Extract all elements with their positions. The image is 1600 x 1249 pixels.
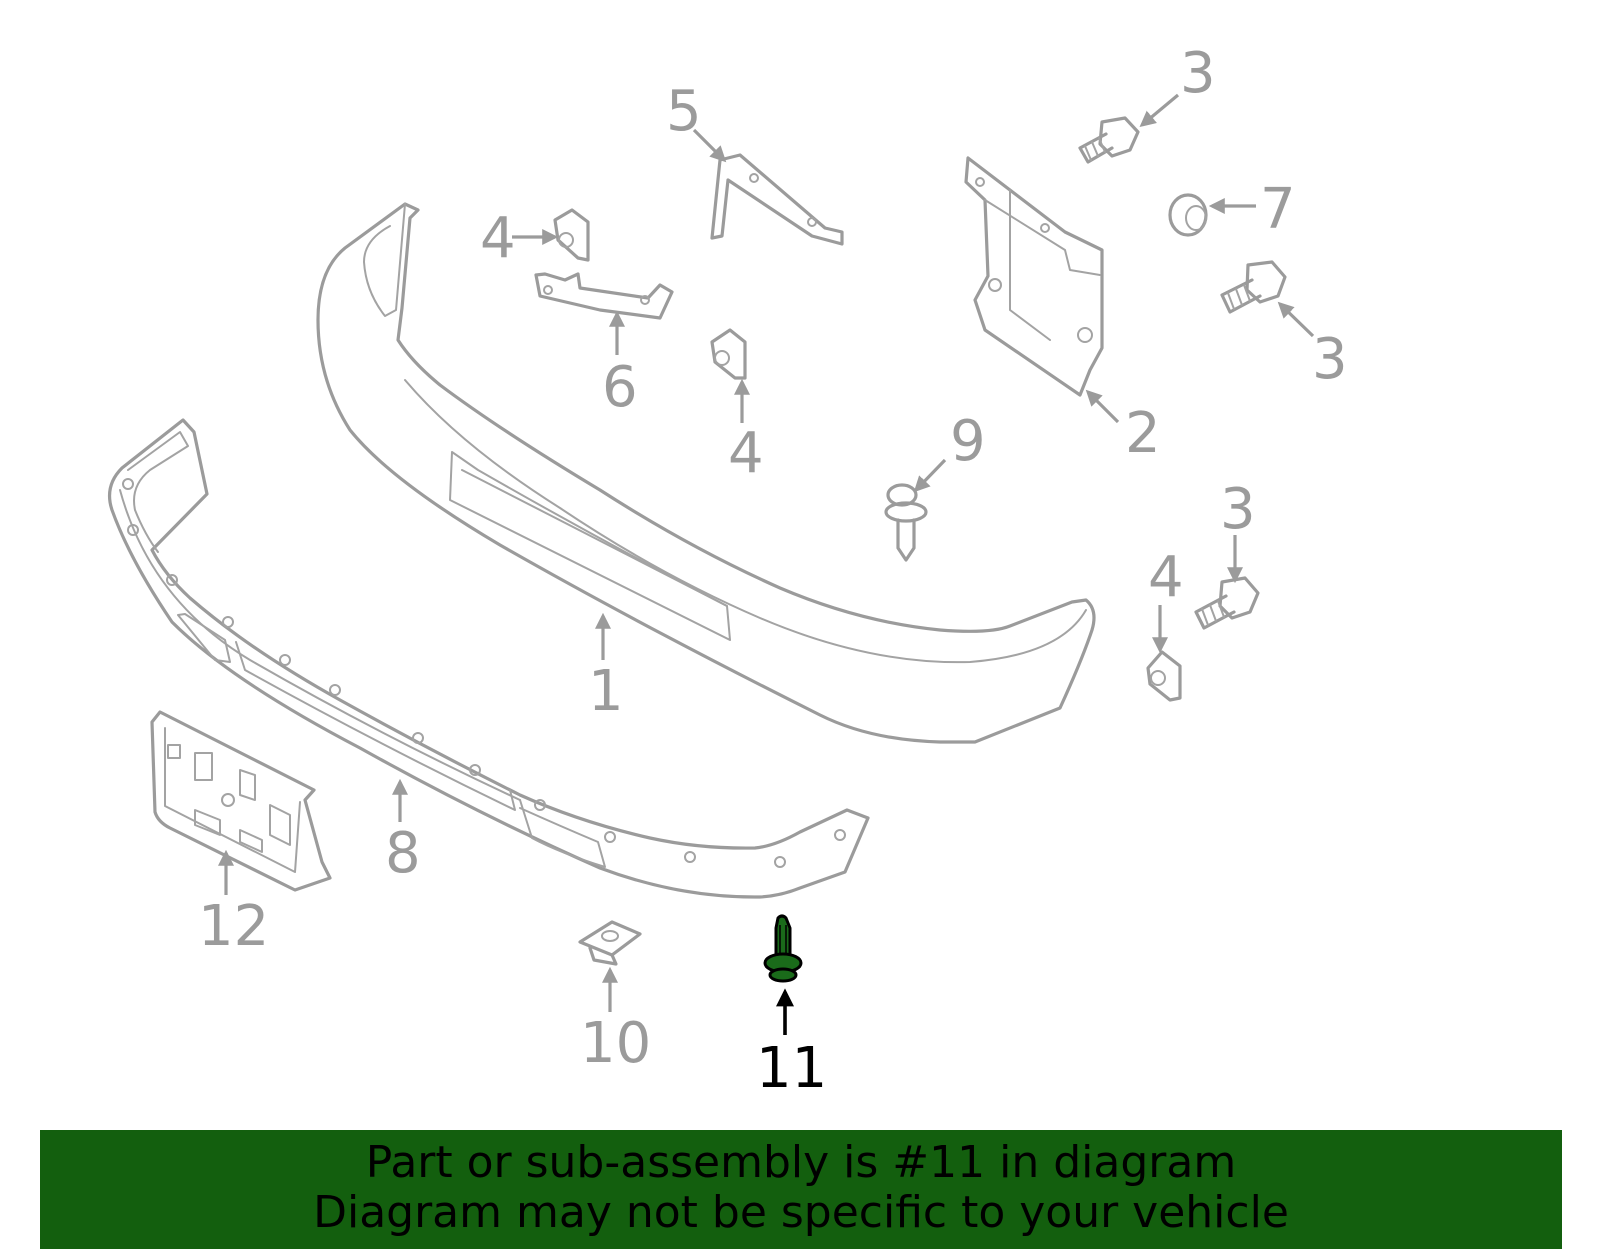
callout-3: 3 (1180, 41, 1216, 106)
callout-8: 8 (385, 821, 421, 886)
push-retainer-part (884, 483, 928, 562)
bumper-cover-part (316, 202, 1096, 744)
banner-line-part-number: Part or sub-assembly is #11 in diagram (365, 1137, 1237, 1188)
callout-12: 12 (198, 894, 269, 959)
callout-4: 4 (1148, 545, 1184, 610)
mounting-bracket-part (964, 156, 1104, 397)
callout-6: 6 (602, 355, 638, 420)
license-plate-bracket-part (150, 710, 332, 892)
bolt-part (1220, 260, 1287, 314)
callout-4: 4 (480, 206, 516, 271)
leader-lines (218, 93, 1315, 1035)
callout-3: 3 (1312, 327, 1348, 392)
parts-diagram: 1 2 3 3 3 4 4 4 5 6 7 8 9 10 11 12 (108, 41, 1348, 1101)
bolt-part (1078, 116, 1140, 164)
push-pin-rivet-part (763, 914, 803, 983)
callout-2: 2 (1125, 401, 1161, 466)
clip-nut-part (553, 208, 590, 262)
u-nut-part (578, 920, 642, 966)
lower-valance-part (108, 418, 870, 899)
callout-11: 11 (756, 1036, 827, 1101)
side-bracket-part (710, 153, 844, 246)
banner-line-disclaimer: Diagram may not be specific to your vehi… (313, 1187, 1289, 1238)
bolt-part (1194, 576, 1260, 630)
clip-nut-part (1146, 650, 1182, 702)
callout-1: 1 (588, 659, 624, 724)
info-banner: Part or sub-assembly is #11 in diagram D… (40, 1130, 1562, 1249)
clip-nut-part (710, 328, 747, 380)
callout-3: 3 (1220, 477, 1256, 542)
callout-7: 7 (1260, 177, 1296, 242)
callout-5: 5 (666, 79, 702, 144)
callout-9: 9 (950, 409, 986, 474)
callout-labels: 1 2 3 3 3 4 4 4 5 6 7 8 9 10 11 12 (198, 41, 1348, 1101)
reinforcement-bracket-part (534, 272, 674, 320)
callout-10: 10 (580, 1011, 651, 1076)
callout-4: 4 (728, 421, 764, 486)
nut-part (1168, 193, 1208, 237)
